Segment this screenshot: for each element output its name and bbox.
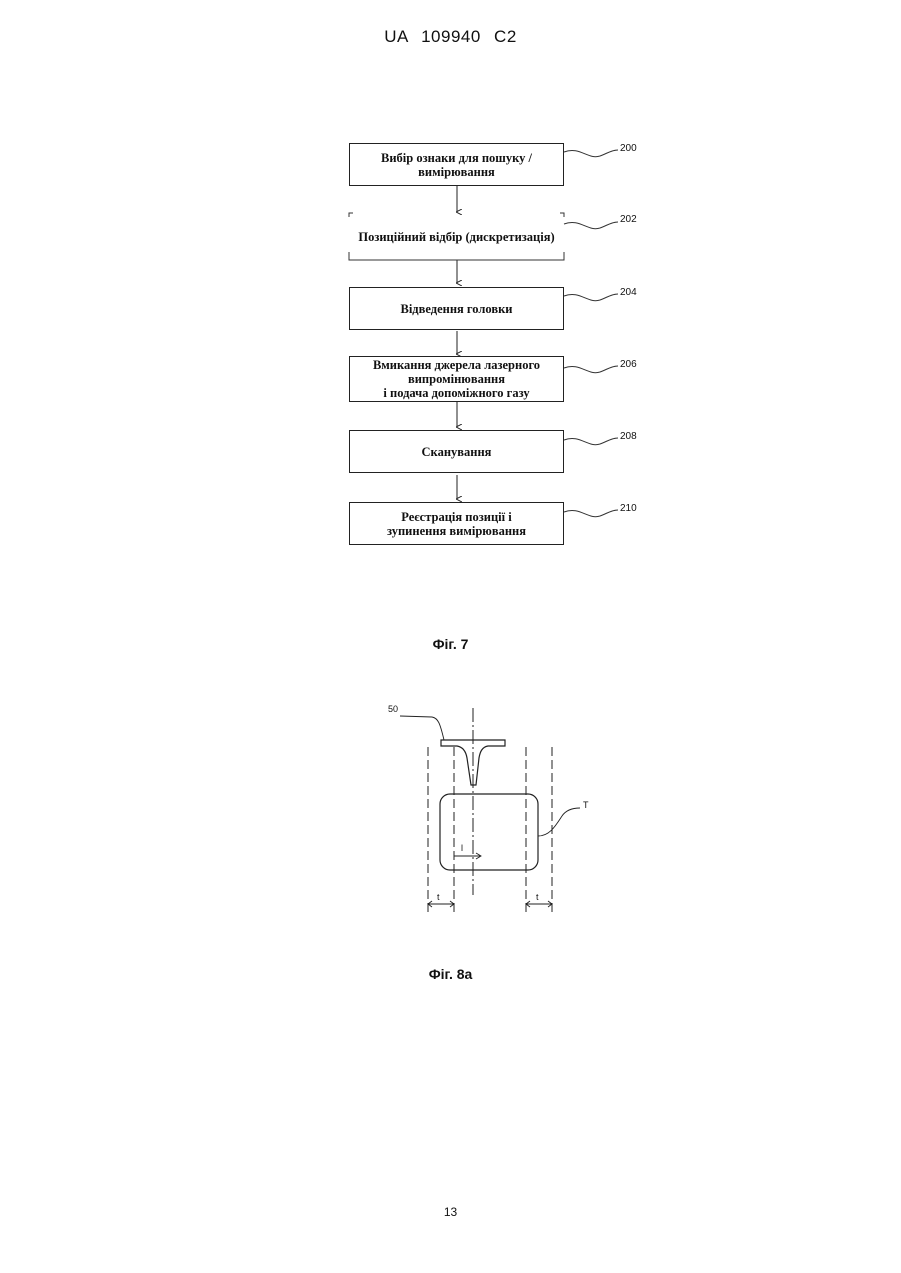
ref-208: 208	[620, 431, 637, 442]
step-202-box: Позиційний відбір (дискретизація)	[349, 214, 564, 260]
page-number: 13	[0, 1205, 901, 1219]
figure-8a-caption: Фіг. 8а	[0, 966, 901, 982]
ref-206: 206	[620, 359, 637, 370]
step-204-box: Відведення головки	[349, 287, 564, 330]
target-outline	[440, 794, 538, 870]
leader-T	[538, 808, 580, 836]
label-t-right: t	[536, 892, 539, 902]
label-50: 50	[388, 704, 398, 714]
ref-202: 202	[620, 214, 637, 225]
ref-200: 200	[620, 143, 637, 154]
label-t-left: t	[437, 892, 440, 902]
step-208-box: Сканування	[349, 430, 564, 473]
leader-210	[564, 510, 618, 517]
leader-204	[564, 294, 618, 301]
label-T: T	[583, 800, 589, 810]
leader-200	[564, 150, 618, 157]
ref-210: 210	[620, 503, 637, 514]
step-200-box: Вибір ознаки для пошуку / вимірювання	[349, 143, 564, 186]
leader-208	[564, 438, 618, 445]
figure-7-caption: Фіг. 7	[0, 636, 901, 652]
ref-204: 204	[620, 287, 637, 298]
leader-50	[400, 716, 444, 740]
leader-206	[564, 366, 618, 373]
flowchart-connectors	[0, 0, 901, 560]
leader-202	[564, 222, 618, 229]
step-206-box: Вмикання джерела лазерного випромінюванн…	[349, 356, 564, 402]
label-l: l	[461, 843, 463, 853]
step-210-box: Реєстрація позиції і зупинення вимірюван…	[349, 502, 564, 545]
